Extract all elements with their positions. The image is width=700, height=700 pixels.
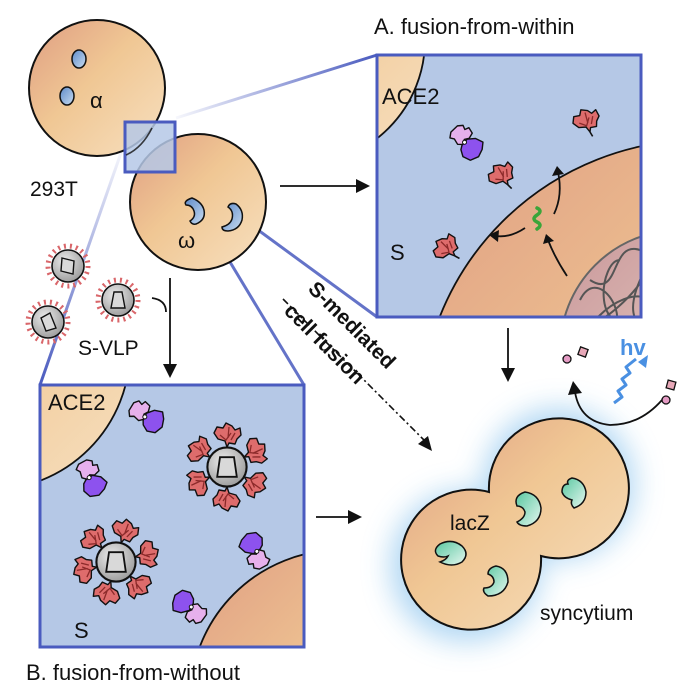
nucleus-blob-icon [59, 86, 75, 106]
s-label-b: S [74, 618, 89, 643]
hv-label: hv [620, 335, 646, 360]
panel-b-title: B. fusion-from-without [26, 660, 240, 685]
omega-label: ω [178, 228, 195, 253]
vlp-particle-icon [95, 277, 141, 323]
substrate-product-icon [562, 354, 572, 364]
substrate-icon [665, 379, 677, 391]
panel-a: ACE2 S [375, 53, 643, 319]
panel-a-title: A. fusion-from-within [374, 14, 575, 39]
ace2-label-b: ACE2 [48, 390, 105, 415]
syncytium-label: syncytium [540, 602, 633, 625]
vlp-particle-icon [45, 243, 91, 289]
cell-fusion-arrow [282, 298, 432, 451]
vlp-particle-icon [25, 299, 71, 345]
zoom-region-box [123, 120, 177, 174]
light-emission: hv [562, 335, 677, 426]
cell-to-panel-a-arrow [280, 179, 370, 193]
cell-line-label: 293T [30, 178, 78, 201]
svlp-label: S-VLP [78, 337, 139, 360]
substrate-icon [661, 395, 671, 405]
syncytium: lacZ syncytium [390, 408, 635, 642]
s-label-a: S [390, 240, 405, 265]
lacz-protein-icon [482, 565, 509, 597]
crescent-icon [221, 202, 244, 232]
crescent-icon [184, 197, 206, 225]
substrate-product-icon [577, 346, 589, 358]
svlp-group: S-VLP [25, 243, 141, 360]
ace2-label-a: ACE2 [382, 84, 439, 109]
lacz-protein-icon [515, 491, 542, 527]
vlp-to-panel-b-arrow [151, 278, 177, 378]
lacz-protein-icon [434, 540, 467, 566]
nucleus-blob-icon [71, 49, 87, 69]
light-wave-icon [613, 357, 637, 405]
mrna-icon [532, 206, 542, 231]
panel-b: ACE2 S [38, 383, 306, 649]
alpha-label: α [90, 88, 103, 113]
panel-b-to-syncytium-arrow [316, 510, 362, 524]
panel-a-to-syncytium-arrow [501, 328, 515, 382]
lacz-label: lacZ [450, 512, 490, 535]
lacz-protein-icon [561, 477, 587, 509]
